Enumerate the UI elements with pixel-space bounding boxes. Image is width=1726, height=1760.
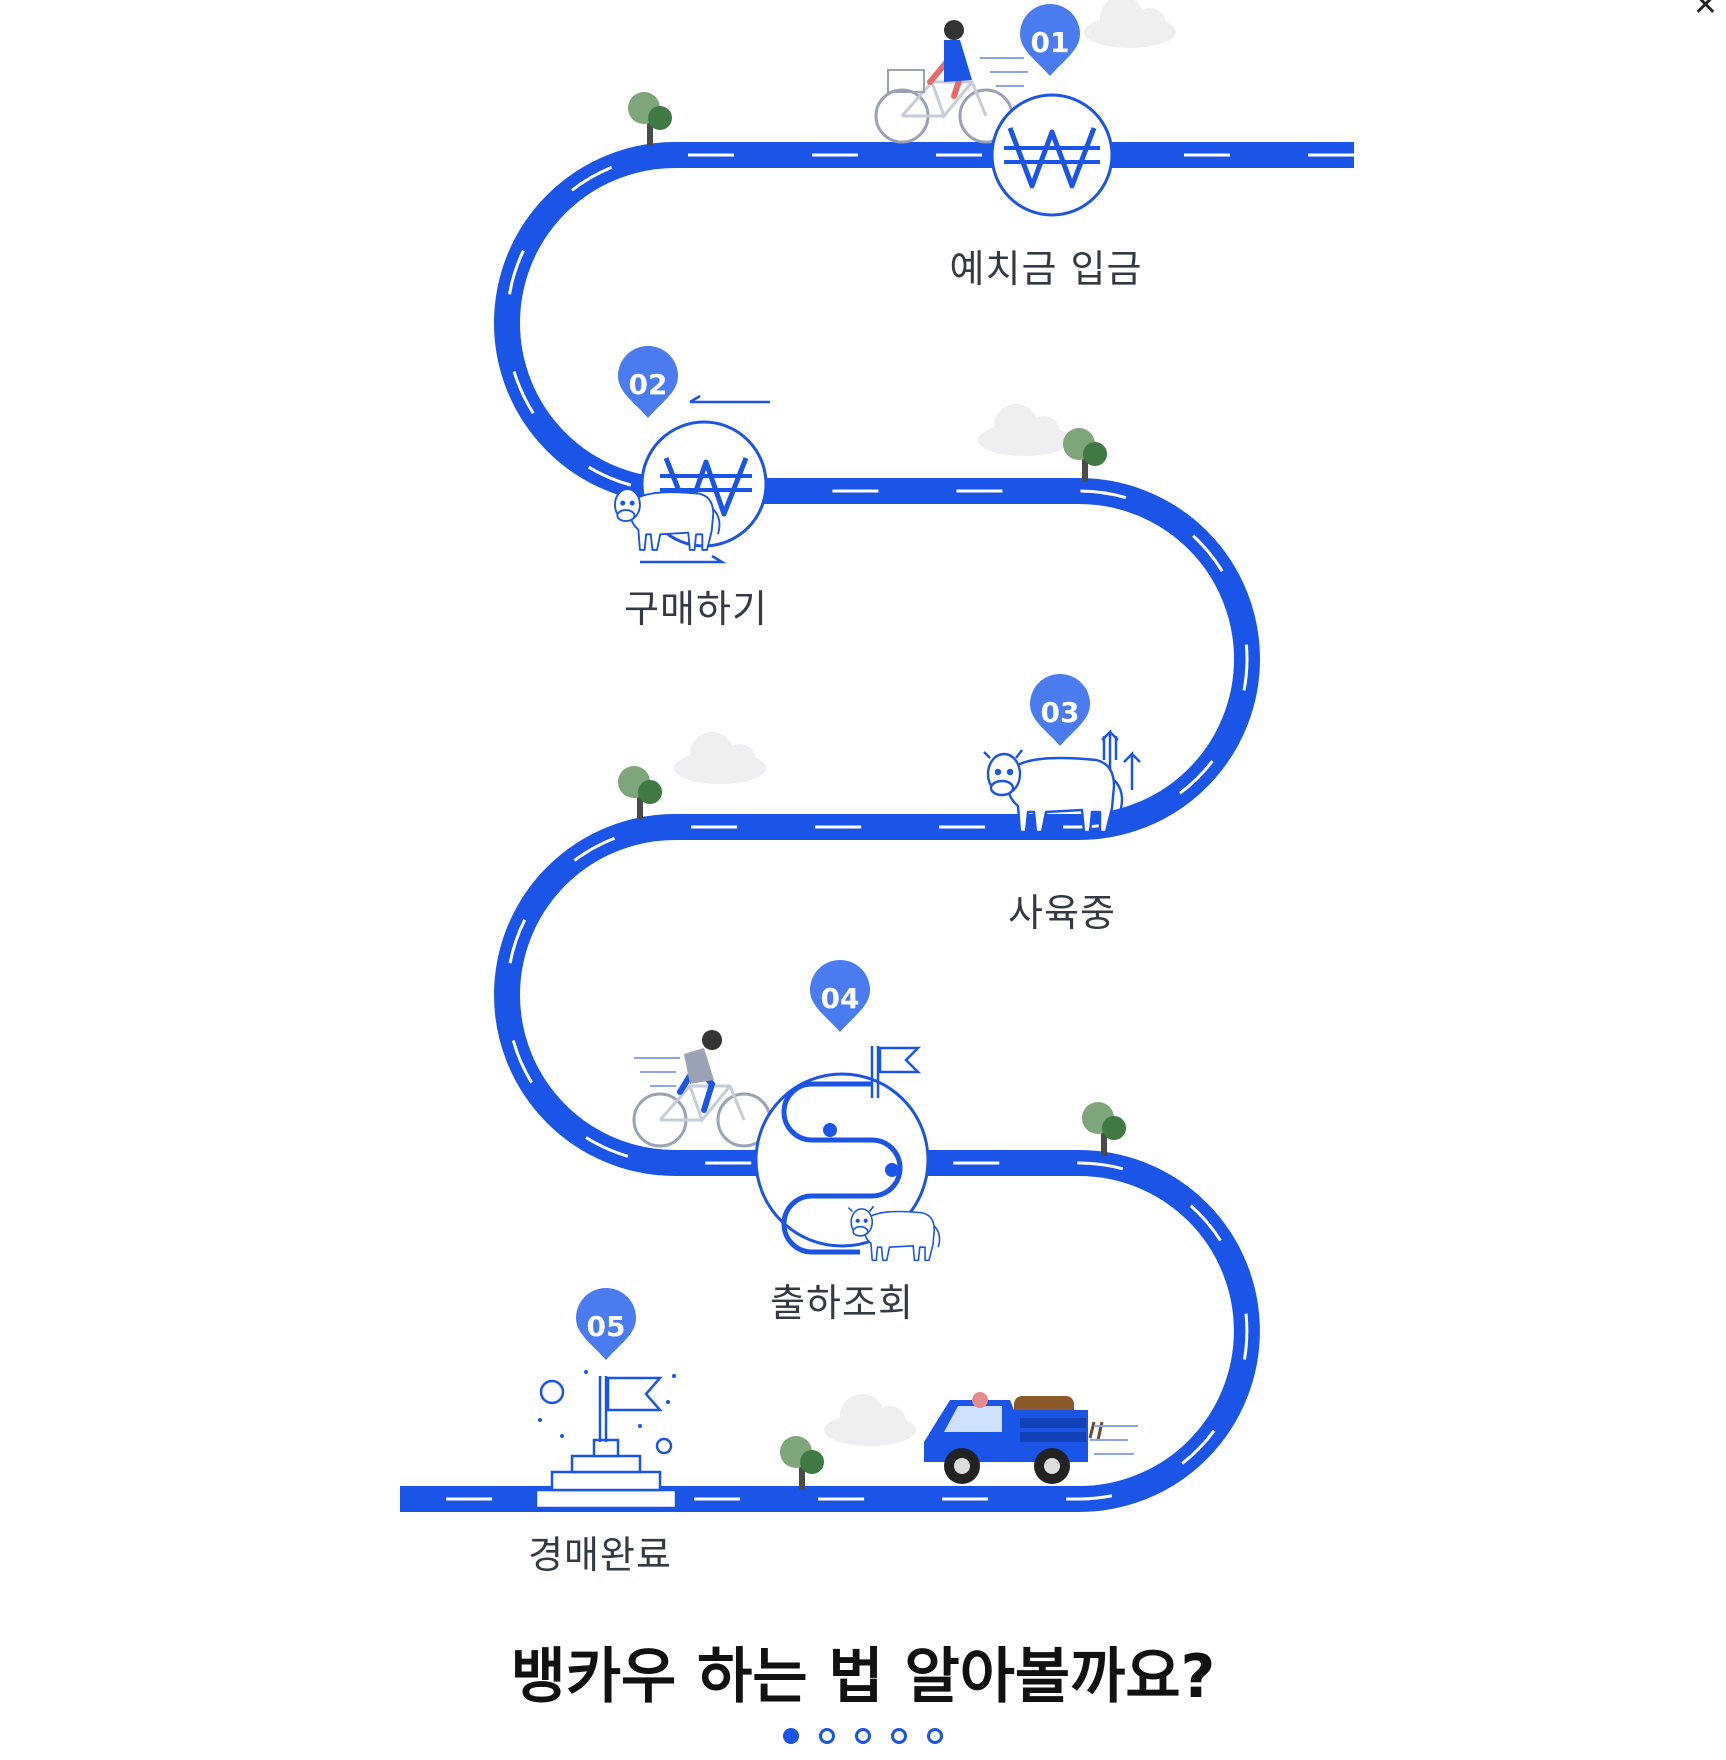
tree-icon xyxy=(618,766,662,820)
pagination-dot-2[interactable] xyxy=(819,1728,835,1744)
growth-arrows-icon xyxy=(1101,728,1141,790)
cyclist-woman-icon xyxy=(874,20,1028,144)
tree-icon xyxy=(1082,1102,1126,1156)
step-number: 05 xyxy=(587,1310,626,1343)
tree-icon xyxy=(628,92,672,146)
step-label-raising: 사육중 xyxy=(1008,891,1116,935)
pagination-dot-1[interactable] xyxy=(783,1728,799,1744)
step-number: 01 xyxy=(1031,26,1070,59)
step-number: 03 xyxy=(1041,696,1080,729)
step-number: 02 xyxy=(629,368,668,401)
cloud-icon xyxy=(824,1394,916,1446)
step-label-deposit: 예치금 입금 xyxy=(949,247,1143,291)
route-icon xyxy=(754,1072,930,1255)
page-title: 뱅카우 하는 법 알아볼까요? xyxy=(510,1642,1216,1712)
cyclist-man-icon xyxy=(632,1030,772,1148)
pagination-dots xyxy=(0,1728,1726,1744)
pagination-dot-3[interactable] xyxy=(855,1728,871,1744)
step-label-auction-complete: 경매완료 xyxy=(528,1533,672,1577)
pagination-dot-5[interactable] xyxy=(927,1728,943,1744)
tree-icon xyxy=(1063,428,1107,482)
road-lane-markings xyxy=(400,153,1354,1501)
step-label-shipment: 출하조회 xyxy=(770,1281,914,1325)
flag-icon xyxy=(870,1046,922,1098)
step-number: 04 xyxy=(821,982,860,1015)
cloud-icon xyxy=(674,732,766,784)
podium-flag-icon xyxy=(534,1370,678,1510)
tree-icon xyxy=(780,1436,824,1490)
close-icon[interactable]: ✕ xyxy=(1692,0,1718,23)
cow-icon xyxy=(610,484,721,551)
cloud-icon xyxy=(1084,0,1176,48)
step-label-purchase: 구매하기 xyxy=(624,587,768,631)
truck-icon xyxy=(924,1392,1138,1484)
cloud-icon xyxy=(978,404,1070,456)
won-icon xyxy=(990,93,1114,217)
cow-icon xyxy=(847,1205,941,1262)
pagination-dot-4[interactable] xyxy=(891,1728,907,1744)
